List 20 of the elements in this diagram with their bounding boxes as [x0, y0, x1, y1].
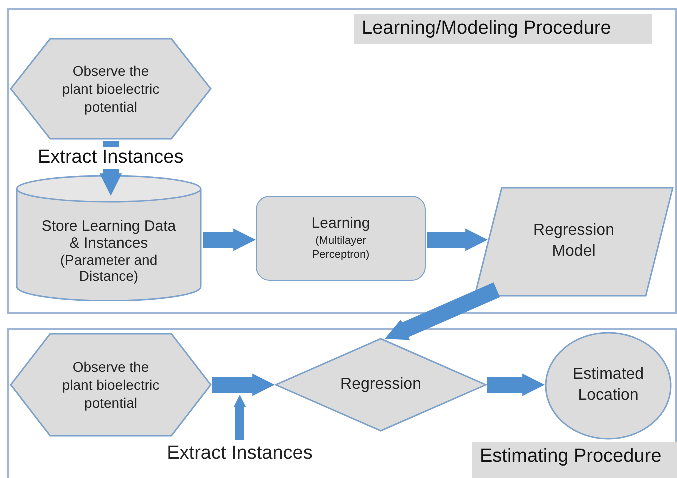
node-label: Store Learning Data & Instances	[40, 218, 178, 252]
section-title: Learning/Modeling Procedure	[354, 14, 652, 44]
procedure-panel	[7, 8, 677, 314]
node-label: Learning	[312, 214, 370, 234]
node-label: Observe the plant bioelectric potential	[61, 62, 161, 116]
block-arrow	[212, 374, 275, 396]
block-arrow	[487, 374, 545, 396]
annotation-text: Extract Instances	[167, 442, 313, 466]
node-label: Observe the plant bioelectric potential	[61, 358, 161, 412]
section-title: Estimating Procedure	[472, 442, 677, 478]
node-subtitle: (Multilayer Perceptron)	[311, 234, 371, 263]
block-arrow	[427, 228, 488, 252]
block-arrow	[234, 395, 246, 440]
process-box	[256, 196, 426, 281]
node-label: Estimated Location	[572, 365, 646, 406]
procedure-panel	[7, 328, 677, 478]
block-arrow	[203, 228, 256, 252]
node-subtitle: (Parameter and Distance)	[59, 252, 159, 284]
node-label: Regression Model	[532, 221, 616, 262]
node-label: Regression	[340, 374, 422, 395]
